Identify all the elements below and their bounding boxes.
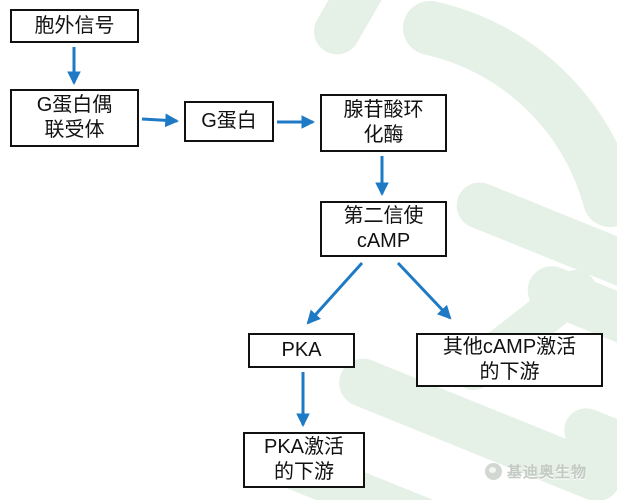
node-label: PKA bbox=[281, 339, 322, 361]
node-label: cAMP bbox=[356, 230, 411, 252]
node-label: PKA激活 bbox=[263, 436, 345, 458]
arrow-camp-to-pka bbox=[306, 261, 364, 325]
node-label: 第二信使 bbox=[343, 205, 424, 227]
node-other-camp-downstream: 其他cAMP激活 的下游 bbox=[416, 333, 603, 387]
arrow-camp-to-other-downstream bbox=[396, 261, 452, 320]
node-label: G蛋白偶 bbox=[36, 94, 113, 116]
node-label: 的下游 bbox=[479, 361, 540, 383]
node-label: 的下游 bbox=[274, 461, 334, 483]
company-logo-icon bbox=[485, 463, 502, 480]
company-watermark-text: 基迪奥生物 bbox=[507, 464, 588, 481]
node-gpcr: G蛋白偶 联受体 bbox=[10, 89, 139, 147]
node-label: 化酶 bbox=[363, 124, 404, 146]
node-pka-downstream: PKA激活 的下游 bbox=[243, 432, 365, 488]
node-second-messenger-camp: 第二信使 cAMP bbox=[320, 201, 447, 257]
node-label: 胞外信号 bbox=[34, 14, 115, 37]
node-label: G蛋白 bbox=[201, 110, 257, 132]
node-label: 腺苷酸环 bbox=[343, 99, 424, 121]
node-adenylate-cyclase: 腺苷酸环 化酶 bbox=[320, 94, 447, 152]
arrow-gpcr-to-gprotein bbox=[141, 113, 180, 128]
node-label: 联受体 bbox=[44, 119, 105, 141]
node-pka: PKA bbox=[248, 333, 355, 368]
node-extracellular-signal: 胞外信号 bbox=[10, 9, 139, 43]
node-label: 其他cAMP激活 bbox=[442, 336, 577, 358]
company-watermark: 基迪奥生物 bbox=[485, 461, 587, 482]
node-g-protein: G蛋白 bbox=[184, 101, 274, 142]
